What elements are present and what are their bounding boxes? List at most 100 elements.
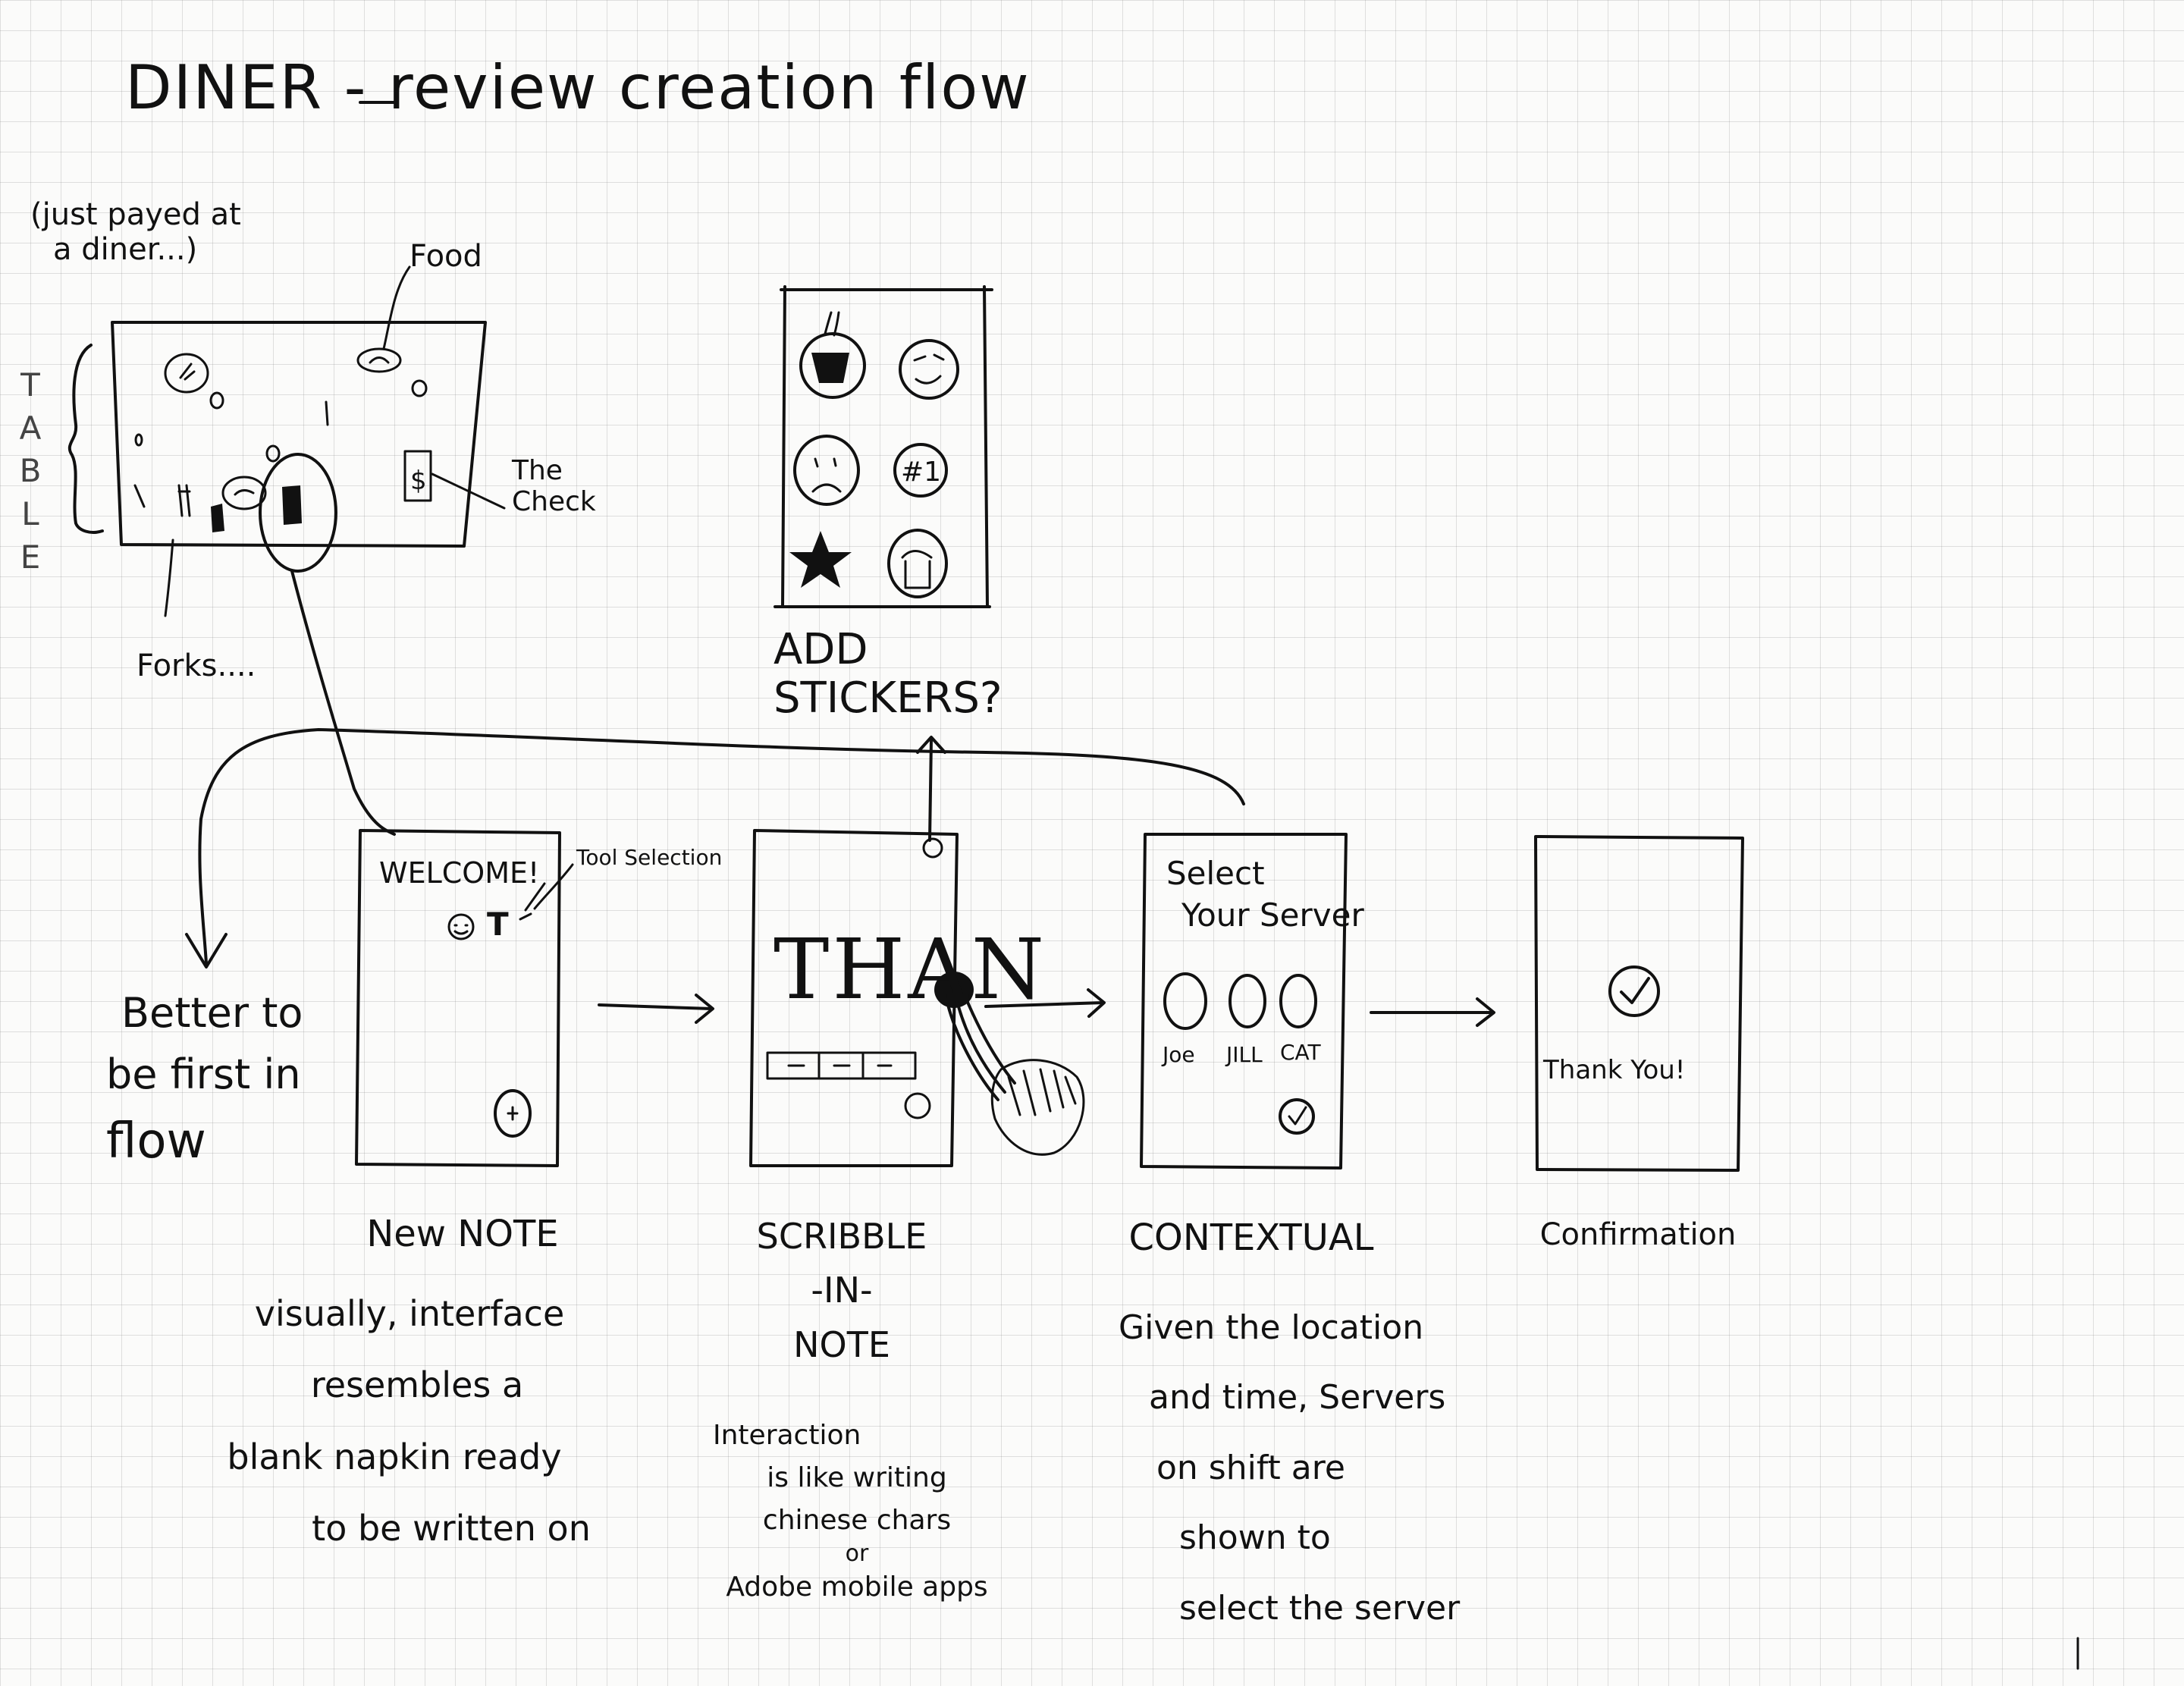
text-tool-icon: T — [487, 906, 509, 943]
context-note: (just payed at a diner...) — [30, 197, 241, 267]
tool-selection-label: Tool Selection — [576, 845, 723, 870]
server-avatar-joe — [1163, 972, 1207, 1030]
flow-arrowhead-3 — [1476, 997, 1495, 1027]
forks-label: Forks.... — [136, 648, 256, 683]
grimace-face-icon — [901, 550, 933, 589]
stickers-arrowhead — [916, 736, 946, 754]
phone-icon — [211, 504, 224, 532]
smiley-tool-icon — [447, 913, 475, 940]
checkmark-icon — [1288, 1106, 1307, 1126]
stickers-caption: ADD STICKERS? — [774, 625, 1003, 724]
select-heading-line-1: Select — [1166, 855, 1265, 892]
coffee-sticker — [799, 332, 866, 399]
food-plate-icon — [356, 347, 402, 373]
description-line: and time, Servers — [1149, 1378, 1446, 1418]
server-name-jill[interactable]: JILL — [1226, 1042, 1263, 1067]
server-name-cat[interactable]: CAT — [1280, 1040, 1321, 1065]
side-note-line-3: flow — [106, 1113, 206, 1170]
check-label-line-2: Check — [512, 486, 596, 518]
contextual-description: Given the location and time, Servers on … — [1119, 1293, 1460, 1644]
table-letter: B — [19, 452, 42, 490]
stickers-caption-line-1: ADD — [774, 625, 868, 674]
stickers-arrow — [928, 738, 933, 842]
food-label: Food — [410, 239, 482, 274]
stroke-toolbar-marks — [787, 1053, 893, 1078]
check-label: The Check — [512, 455, 596, 518]
side-note-line-1: Better to — [121, 989, 303, 1037]
context-note-line-2: a diner...) — [53, 232, 198, 267]
description-line: on shift are — [1156, 1448, 1345, 1487]
description-line: select the server — [1179, 1588, 1461, 1628]
phone-highlight-circle — [259, 453, 337, 573]
flow-arrowhead-1 — [695, 994, 714, 1024]
description-line: Interaction — [713, 1420, 861, 1451]
hand-icon — [990, 1059, 1085, 1156]
confirmation-screen-frame — [1534, 835, 1744, 1172]
utensil-icon — [325, 400, 329, 426]
table-bracket — [67, 344, 104, 534]
description-line: Given the location — [1119, 1308, 1424, 1347]
check-label-line-1: The — [512, 455, 563, 486]
confirm-server-icon — [1279, 1098, 1315, 1135]
cup-icon — [411, 379, 428, 397]
server-name-joe[interactable]: Joe — [1163, 1042, 1195, 1067]
table-letter: E — [20, 538, 41, 576]
tool-selection-pointer — [533, 863, 574, 910]
add-icon — [494, 1089, 532, 1138]
scribble-caption-line-1: SCRIBBLE — [756, 1216, 927, 1257]
scribble-caption: SCRIBBLE -IN- NOTE — [728, 1210, 956, 1372]
smiley-sticker — [899, 339, 959, 400]
new-note-caption: New NOTE — [366, 1213, 559, 1255]
food-mark — [179, 363, 196, 381]
pencil-tool-icon — [519, 882, 546, 921]
new-note-screen-frame — [355, 829, 561, 1167]
confirm-scribble-icon — [904, 1092, 931, 1119]
star-sticker — [789, 531, 852, 588]
reorder-arrowhead — [185, 933, 228, 969]
number-one-sticker — [893, 443, 948, 498]
sticker-panel-frame — [774, 285, 993, 608]
fork-icon — [177, 484, 191, 517]
sad-face-sticker — [793, 435, 860, 506]
food-mark — [234, 489, 255, 496]
side-note-line-2: be first in — [106, 1050, 301, 1098]
cup-icon — [134, 433, 143, 447]
confirmation-caption: Confirmation — [1539, 1217, 1737, 1252]
contextual-caption: CONTEXTUAL — [1128, 1217, 1374, 1259]
forks-pointer — [164, 538, 174, 617]
stickers-caption-line-2: STICKERS? — [774, 673, 1003, 724]
smiley-tool-face — [453, 924, 469, 935]
coffee-cup-icon — [811, 353, 849, 383]
description-line: Adobe mobile apps — [726, 1571, 988, 1603]
select-heading-line-2: Your Server — [1181, 896, 1364, 934]
page-title: DINER - review creation flow — [125, 52, 1031, 123]
server-avatar-jill — [1228, 974, 1266, 1028]
sticker-button-icon — [922, 837, 943, 859]
plate-icon — [221, 476, 267, 510]
plate-icon — [164, 353, 209, 394]
phone-icon — [282, 485, 302, 525]
flow-arrow-1 — [598, 1003, 713, 1010]
select-server-screen-frame — [1140, 833, 1348, 1170]
confirmation-message: Thank You! — [1543, 1055, 1686, 1085]
table-side-label: T A B L E — [15, 364, 46, 579]
description-line: visually, interface — [254, 1293, 565, 1334]
add-plus-icon — [507, 1106, 519, 1121]
description-line: shown to — [1179, 1518, 1331, 1558]
description-line: chinese chars — [762, 1504, 952, 1536]
phone-to-screen-line — [290, 570, 396, 836]
food-mark — [369, 356, 390, 364]
description-line: blank napkin ready — [227, 1436, 562, 1477]
smiley-face-icon — [913, 353, 945, 385]
flow-arrow-2 — [984, 1001, 1105, 1008]
finger-icon — [946, 994, 1016, 1101]
confirmation-check-circle — [1608, 965, 1660, 1017]
scribble-description: Interaction is like writing chinese char… — [682, 1414, 1031, 1609]
scribble-screen-frame — [749, 829, 959, 1167]
table-letter: L — [21, 495, 39, 533]
stroke-toolbar — [766, 1051, 917, 1080]
knife-icon — [133, 484, 146, 508]
table-rectangle — [111, 321, 487, 548]
food-pointer — [382, 265, 411, 350]
